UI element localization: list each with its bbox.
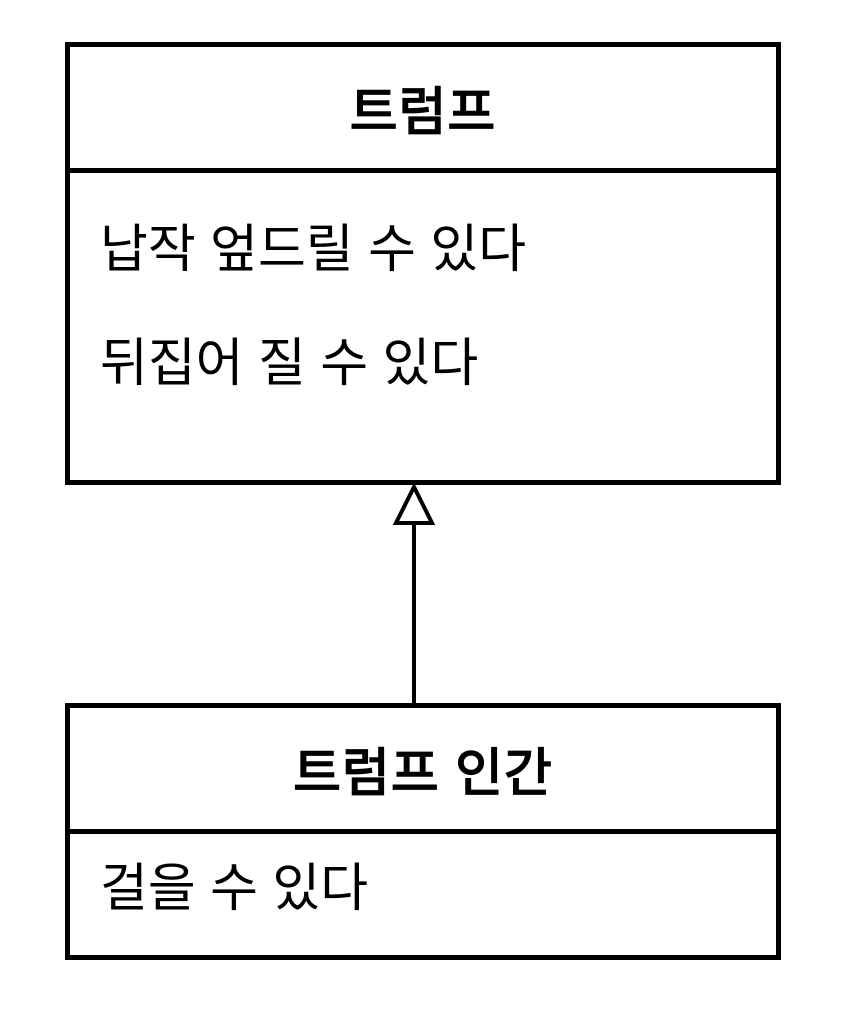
parent-class-method: 납작 엎드릴 수 있다	[100, 221, 527, 279]
parent-class-body: 납작 엎드릴 수 있다 뒤집어 질 수 있다	[70, 173, 776, 480]
child-class-box: 트럼프 인간 걸을 수 있다	[65, 703, 781, 960]
parent-class-method: 뒤집어 질 수 있다	[100, 335, 479, 393]
inheritance-arrowhead-icon	[392, 482, 436, 525]
parent-class-box: 트럼프 납작 엎드릴 수 있다 뒤집어 질 수 있다	[65, 42, 781, 485]
child-class-body: 걸을 수 있다	[70, 834, 776, 955]
parent-class-title: 트럼프	[70, 47, 776, 173]
child-class-method: 걸을 수 있다	[100, 860, 369, 918]
child-class-title: 트럼프 인간	[70, 708, 776, 834]
